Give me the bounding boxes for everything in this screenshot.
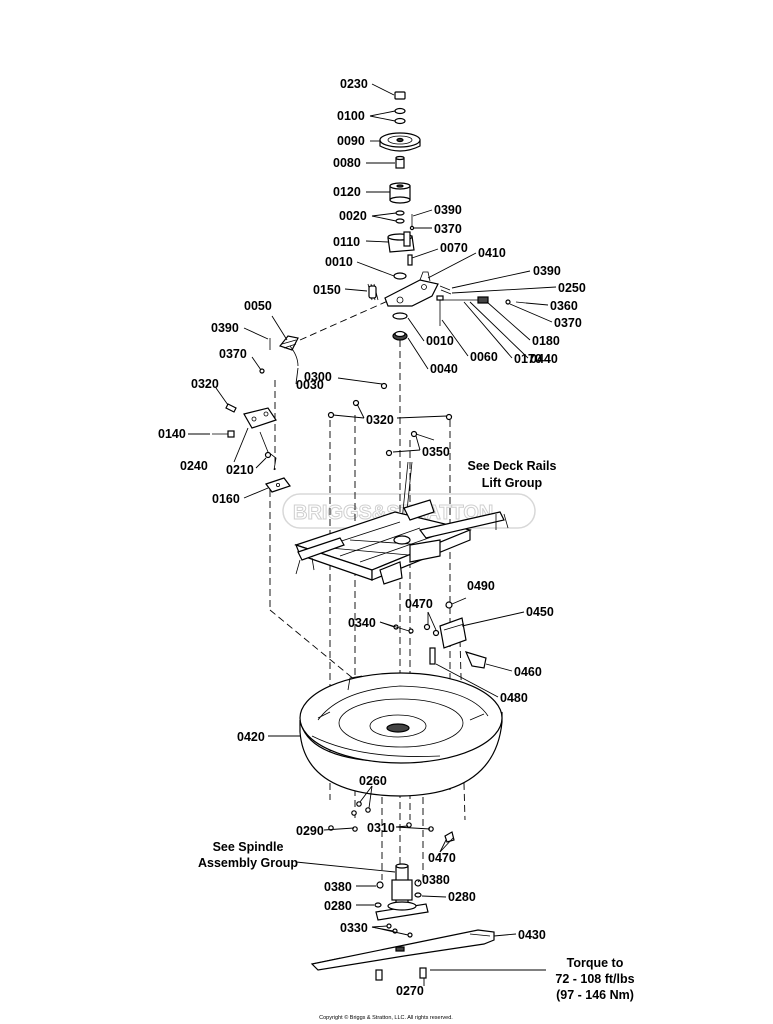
part-0110-bracket <box>387 231 415 253</box>
note-deck-rails-line1: See Deck Rails <box>468 459 557 473</box>
label-0010-bottom: 0010 <box>426 334 454 348</box>
label-0350: 0350 <box>422 445 450 459</box>
label-0390-top: 0390 <box>434 203 462 217</box>
part-0010-washer-lower <box>392 312 408 320</box>
note-torque-line3: (97 - 146 Nm) <box>556 988 634 1002</box>
label-0480: 0480 <box>500 691 528 705</box>
label-0470-top: 0470 <box>405 597 433 611</box>
note-torque-line2: 72 - 108 ft/lbs <box>555 972 634 986</box>
label-0310: 0310 <box>367 821 395 835</box>
part-0090-pulley <box>379 132 421 152</box>
label-0260: 0260 <box>359 774 387 788</box>
part-0410-idler-arm <box>384 271 439 307</box>
label-0100: 0100 <box>337 109 365 123</box>
part-0250-rod <box>439 285 527 305</box>
label-0140: 0140 <box>158 427 186 441</box>
note-torque-line1: Torque to <box>567 956 624 970</box>
label-0180: 0180 <box>532 334 560 348</box>
part-0020-washer <box>395 218 405 224</box>
label-0340: 0340 <box>348 616 376 630</box>
label-0210: 0210 <box>226 463 254 477</box>
label-0150: 0150 <box>313 283 341 297</box>
part-labels: 0230 0100 0090 0080 0120 0020 0390 0370 … <box>158 77 586 998</box>
label-0070: 0070 <box>440 241 468 255</box>
label-0430: 0430 <box>518 928 546 942</box>
top-stack <box>367 91 527 341</box>
part-0460-plate <box>464 651 487 669</box>
label-0320-center: 0320 <box>366 413 394 427</box>
label-0160: 0160 <box>212 492 240 506</box>
label-0280-right: 0280 <box>448 890 476 904</box>
part-0160-clip <box>265 477 291 493</box>
label-0230: 0230 <box>340 77 368 91</box>
label-0320-left: 0320 <box>191 377 219 391</box>
label-0470-bottom: 0470 <box>428 851 456 865</box>
note-spindle-line1: See Spindle <box>213 840 284 854</box>
right-bracket <box>393 601 487 669</box>
label-0020: 0020 <box>339 209 367 223</box>
part-0020-washer <box>395 210 405 216</box>
part-0150-spring <box>367 283 379 301</box>
label-0250: 0250 <box>558 281 586 295</box>
part-0050-spring <box>278 335 299 351</box>
label-0290: 0290 <box>296 824 324 838</box>
notes: See Deck Rails Lift Group See Spindle As… <box>198 459 635 1002</box>
label-0390-left: 0390 <box>211 321 239 335</box>
note-spindle-line2: Assembly Group <box>198 856 298 870</box>
label-0120: 0120 <box>333 185 361 199</box>
label-0090: 0090 <box>337 134 365 148</box>
spindle-assembly <box>374 863 429 938</box>
label-0050: 0050 <box>244 299 272 313</box>
part-0040-bushing <box>392 330 408 341</box>
part-0420-deck <box>299 672 503 797</box>
copyright: Copyright © Briggs & Stratton, LLC. All … <box>319 1014 453 1021</box>
part-0100-washer <box>394 107 406 115</box>
part-0430-blade <box>310 929 495 981</box>
label-0370-right: 0370 <box>554 316 582 330</box>
note-deck-rails-line2: Lift Group <box>482 476 543 490</box>
label-0300: 0300 <box>304 370 332 384</box>
part-0100-washer <box>394 117 406 125</box>
label-0450: 0450 <box>526 605 554 619</box>
label-0110: 0110 <box>333 235 360 249</box>
part-0480-pin <box>429 647 436 665</box>
label-0270: 0270 <box>396 984 424 998</box>
part-0140-bolt <box>212 430 235 438</box>
label-0390-right: 0390 <box>533 264 561 278</box>
label-0360: 0360 <box>550 299 578 313</box>
label-0080: 0080 <box>333 156 361 170</box>
lift-frame <box>294 382 509 585</box>
part-0450-bracket <box>439 617 467 649</box>
label-0330: 0330 <box>340 921 368 935</box>
label-0030: 0030 <box>296 378 324 392</box>
label-0380-left: 0380 <box>324 880 352 894</box>
label-0010-top: 0010 <box>325 255 353 269</box>
label-0370-top: 0370 <box>434 222 462 236</box>
part-0230-nut <box>394 91 406 100</box>
part-0240-bracket <box>243 407 277 429</box>
label-0420: 0420 <box>237 730 265 744</box>
label-0060: 0060 <box>470 350 498 364</box>
label-0380-right: 0380 <box>422 873 450 887</box>
part-0120-hub <box>389 182 411 204</box>
label-0280-left: 0280 <box>324 899 352 913</box>
label-0440: 0440 <box>530 352 558 366</box>
label-0170: 0170 <box>514 352 542 366</box>
part-0010-washer <box>393 272 407 280</box>
part-0080-spacer <box>395 155 405 169</box>
label-0040: 0040 <box>430 362 458 376</box>
label-0490: 0490 <box>467 579 495 593</box>
label-0370-left: 0370 <box>219 347 247 361</box>
left-linkage <box>212 335 299 493</box>
part-0210-link <box>259 431 277 471</box>
label-0240: 0240 <box>180 459 208 473</box>
label-0460: 0460 <box>514 665 542 679</box>
label-0410: 0410 <box>478 246 506 260</box>
leader-lines <box>188 83 557 986</box>
